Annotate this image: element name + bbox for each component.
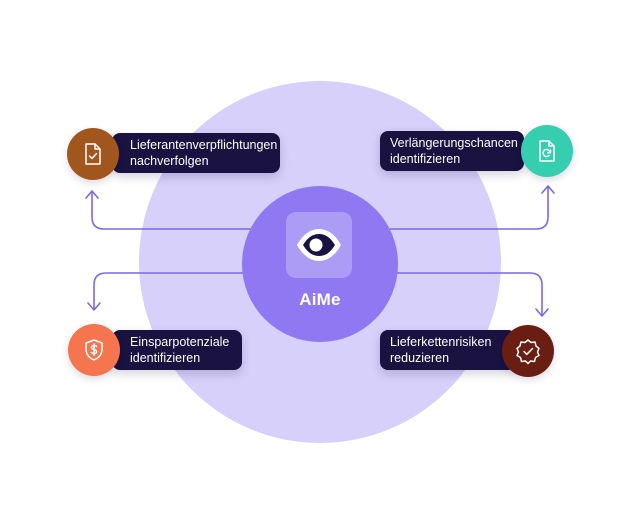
feature-line: Verlängerungschancen	[390, 136, 518, 150]
verified-badge-icon	[502, 325, 554, 377]
feature-line: Lieferantenverpflichtungen	[130, 138, 278, 152]
feature-line: Einsparpotenziale	[130, 335, 230, 349]
feature-pill-savings-potential: Einsparpotenziale identifizieren	[112, 330, 242, 370]
hub-label: AiMe	[299, 290, 341, 309]
document-check-icon	[67, 128, 119, 180]
feature-line: identifizieren	[390, 152, 461, 166]
feature-line: nachverfolgen	[130, 154, 209, 168]
feature-line: Lieferkettenrisiken	[390, 335, 492, 349]
connector-bottom-right-arrowhead	[535, 308, 549, 317]
connector-top-right	[389, 186, 549, 230]
connector-top-right-arrowhead	[541, 185, 555, 194]
feature-pill-supplier-obligations: Lieferantenverpflichtungen nachverfolgen	[112, 133, 280, 173]
document-refresh-icon	[521, 125, 573, 177]
aime-hub: AiMe	[242, 186, 398, 342]
eye-icon	[286, 212, 352, 278]
feature-line: identifizieren	[130, 351, 201, 365]
connector-bottom-right	[389, 272, 543, 315]
feature-pill-renewal-opportunities: Verlängerungschancen identifizieren	[380, 131, 524, 171]
feature-line: reduzieren	[390, 351, 450, 365]
connector-bottom-left-arrowhead	[87, 302, 101, 311]
connector-top-left-arrowhead	[85, 190, 99, 199]
connector-bottom-left	[93, 272, 251, 309]
connector-top-left	[91, 191, 251, 230]
feature-pill-supply-chain-risks: Lieferkettenrisiken reduzieren	[380, 330, 516, 370]
dollar-shield-icon	[68, 324, 120, 376]
